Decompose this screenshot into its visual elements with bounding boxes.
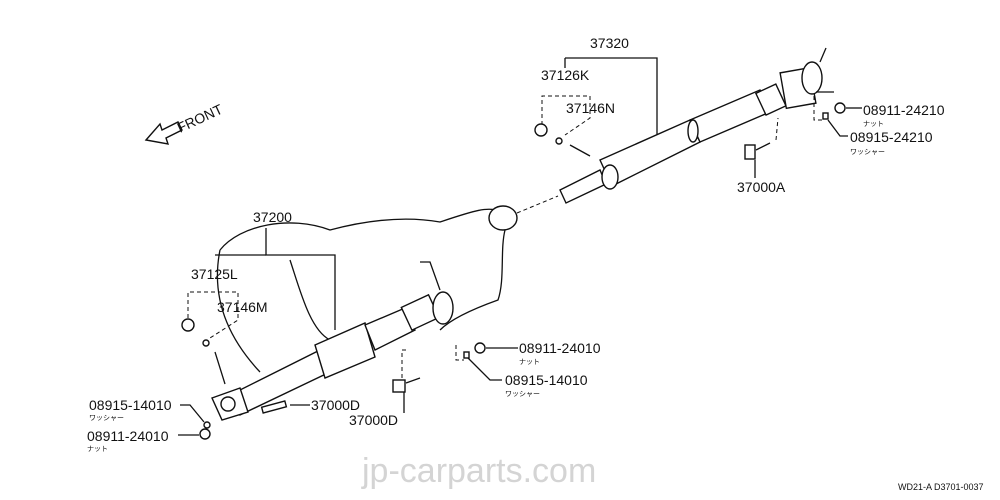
label-nut-name-front: ナット [87,445,108,453]
bolt-37000d-center-icon [392,379,406,393]
label-washer-name-front: ワッシャー [89,414,124,422]
label-washer-name: ワッシャー [850,148,885,156]
label-37320: 37320 [590,35,629,51]
nut-icon [199,428,211,440]
label-37146n: 37146N [566,100,615,116]
front-label: FRONT [175,101,226,136]
label-37126k: 37126K [541,67,590,83]
label-nut-08911-24210: 08911-24210 [863,102,945,118]
transmission-output [488,205,518,231]
transmission-outline [216,208,506,373]
label-37000d-front: 37000D [311,397,360,413]
universal-joint-spider-icon [181,318,195,332]
grease-fitting-icon [555,137,563,145]
label-nut-name: ナット [863,120,884,128]
label-37000a: 37000A [737,179,786,195]
washer-icon [203,421,211,429]
label-nut-08911-24010-front: 08911-24010 [87,428,169,444]
bolt-37000d-front-icon [260,400,288,414]
label-37125l: 37125L [191,266,238,282]
watermark: jp-carparts.com [361,452,596,490]
front-propeller-shaft [211,291,454,421]
label-37000d-center: 37000D [349,412,398,428]
label-nut-name-center: ナット [519,358,540,366]
label-37146m: 37146M [217,299,268,315]
diagram-code: WD21-A D3701-0037 [898,482,984,492]
label-nut-08911-24010-center: 08911-24010 [519,340,601,356]
nut-icon [474,342,486,354]
bolt-37000a-icon [744,144,756,160]
label-washer-name-center: ワッシャー [505,390,540,398]
front-direction-arrow-icon [144,121,183,145]
label-37200: 37200 [253,209,292,225]
grease-fitting-icon [202,339,210,347]
universal-joint-spider-icon [534,123,548,137]
washer-icon [463,351,470,359]
nut-icon [834,102,846,114]
washer-icon [822,112,829,120]
label-washer-08915-24210: 08915-24210 [850,129,933,145]
label-washer-08915-14010-front: 08915-14010 [89,397,172,413]
rear-propeller-shaft [559,47,834,204]
label-washer-08915-14010-center: 08915-14010 [505,372,588,388]
